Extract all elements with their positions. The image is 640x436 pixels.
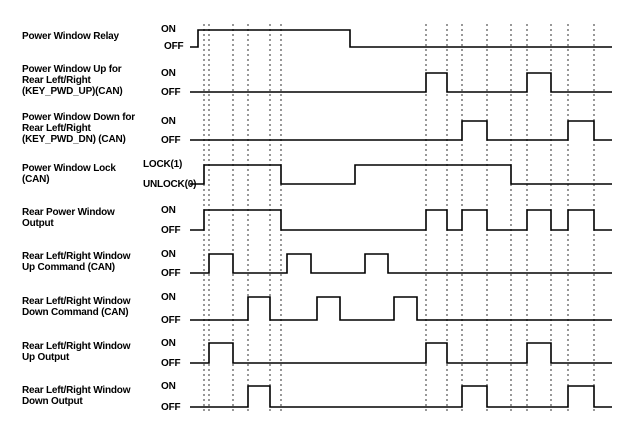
timing-guide-lines	[203, 24, 595, 412]
pwd-dn-waveform	[190, 120, 612, 141]
down-output-waveform	[190, 385, 612, 408]
window-lock-waveform	[190, 164, 612, 185]
rear-output-low-level-label: OFF	[161, 225, 181, 236]
down-output-low-level-label: OFF	[161, 402, 181, 413]
pwd-dn-high-level-label: ON	[161, 116, 176, 127]
rear-output-high-level-label: ON	[161, 205, 176, 216]
down-output-label: Rear Left/Right Window Down Output	[22, 385, 131, 407]
pwd-up-high-level-label: ON	[161, 68, 176, 79]
window-lock-high-level-label: LOCK(1)	[143, 159, 183, 170]
power-window-relay-low-level-label: OFF	[164, 41, 184, 52]
down-command-high-level-label: ON	[161, 292, 176, 303]
rear-output-label: Rear Power Window Output	[22, 207, 115, 229]
pwd-up-label: Power Window Up for Rear Left/Right (KEY…	[22, 64, 123, 97]
signal-waveforms	[190, 29, 612, 408]
pwd-dn-low-level-label: OFF	[161, 135, 181, 146]
down-command-waveform	[190, 296, 612, 321]
window-lock-low-level-label: UNLOCK(0)	[143, 179, 197, 190]
pwd-dn-label: Power Window Down for Rear Left/Right (K…	[22, 112, 135, 145]
window-lock-label: Power Window Lock (CAN)	[22, 163, 116, 185]
power-window-relay-label: Power Window Relay	[22, 31, 119, 42]
up-command-high-level-label: ON	[161, 249, 176, 260]
power-window-relay-high-level-label: ON	[161, 24, 176, 35]
up-output-low-level-label: OFF	[161, 358, 181, 369]
power-window-relay-waveform	[190, 29, 612, 48]
up-output-high-level-label: ON	[161, 338, 176, 349]
pwd-up-waveform	[190, 72, 612, 93]
down-command-label: Rear Left/Right Window Down Command (CAN…	[22, 296, 131, 318]
down-output-high-level-label: ON	[161, 381, 176, 392]
down-command-low-level-label: OFF	[161, 315, 181, 326]
pwd-up-low-level-label: OFF	[161, 87, 181, 98]
up-command-waveform	[190, 253, 612, 274]
up-command-label: Rear Left/Right Window Up Command (CAN)	[22, 251, 131, 273]
rear-output-waveform	[190, 209, 612, 231]
up-output-label: Rear Left/Right Window Up Output	[22, 341, 131, 363]
up-command-low-level-label: OFF	[161, 268, 181, 279]
up-output-waveform	[190, 342, 612, 364]
